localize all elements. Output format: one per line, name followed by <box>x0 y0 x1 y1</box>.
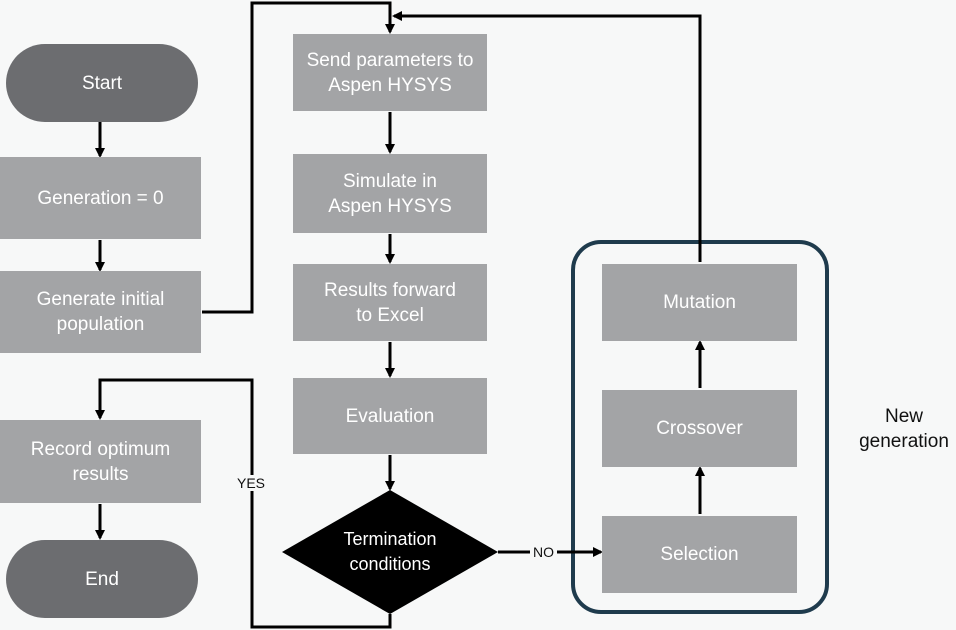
evaluation-node: Evaluation <box>293 378 487 454</box>
record-optimum-results-node: Record optimum results <box>0 420 201 503</box>
arrow-yes-to-record <box>95 378 392 629</box>
end-node: End <box>6 540 198 618</box>
crossover-node: Crossover <box>602 390 797 467</box>
mutation-node: Mutation <box>602 264 797 341</box>
arrow-mutation-to-send <box>392 11 702 262</box>
simulate-node: Simulate in Aspen HYSYS <box>293 154 487 233</box>
termination-conditions-label: Termination conditions <box>343 529 437 574</box>
generation-zero-node: Generation = 0 <box>0 157 201 239</box>
no-edge-label: NO <box>530 544 557 560</box>
arrow-population-to-send <box>202 1 395 314</box>
start-node: Start <box>6 44 198 122</box>
send-parameters-node: Send parameters to Aspen HYSYS <box>293 34 487 111</box>
results-forward-node: Results forward to Excel <box>293 264 487 341</box>
termination-decision-shape <box>282 490 498 614</box>
selection-node: Selection <box>602 516 797 593</box>
new-generation-label: New generation <box>859 406 949 452</box>
generate-initial-population-node: Generate initial population <box>0 271 201 353</box>
yes-edge-label: YES <box>234 475 269 491</box>
